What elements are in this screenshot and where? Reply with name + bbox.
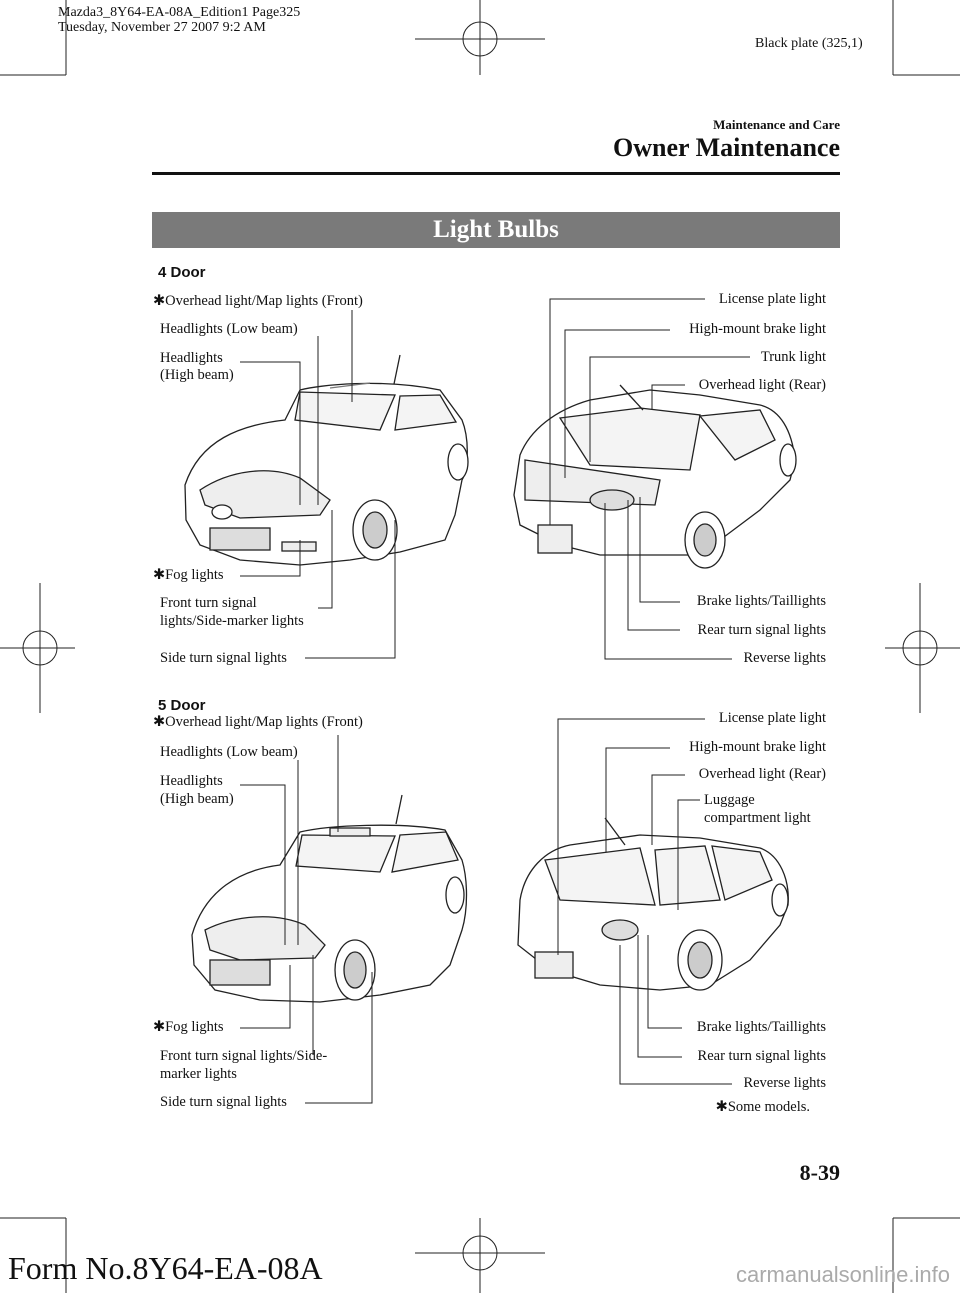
- page-title: Owner Maintenance: [613, 133, 840, 162]
- door5-label-reverse: Reverse lights: [743, 1075, 826, 1091]
- door5-label-front-turn-2: marker lights: [160, 1066, 237, 1082]
- hatchback-rear-illustration: [517, 817, 789, 991]
- door5-label-rear-turn: Rear turn signal lights: [697, 1048, 826, 1064]
- asterisk-icon: ✱: [153, 293, 166, 309]
- door5-label-license: License plate light: [718, 710, 826, 726]
- door5-label-luggage-2: compartment light: [704, 810, 811, 826]
- asterisk-icon: ✱: [153, 1019, 166, 1035]
- door5-label-brake-tail: Brake lights/Taillights: [696, 1019, 826, 1035]
- door4-label-overhead-rear: Overhead light (Rear): [698, 377, 826, 393]
- door5-label-high-mount: High-mount brake light: [689, 739, 826, 755]
- door5-label-side-turn: Side turn signal lights: [160, 1094, 287, 1110]
- banner-title: Light Bulbs: [433, 216, 559, 243]
- door4-label-headlights-high-1: Headlights: [160, 350, 223, 366]
- door5-heading: 5 Door: [158, 697, 206, 714]
- print-plate: Black plate (325,1): [755, 36, 863, 51]
- door5-label-overhead-front: ✱Overhead light/Map lights (Front): [153, 714, 363, 730]
- door4-label-license: License plate light: [718, 291, 826, 307]
- door4-label-fog: ✱Fog lights: [153, 567, 224, 583]
- door4-label-brake-tail: Brake lights/Taillights: [696, 593, 826, 609]
- section-banner: Light Bulbs: [152, 212, 840, 248]
- leader-lines-4door: [240, 298, 750, 660]
- door5-label-luggage-1: Luggage: [704, 792, 755, 808]
- sedan-front-illustration: [184, 354, 469, 566]
- footnote: ✱Some models.: [715, 1099, 810, 1115]
- door5-label-fog: ✱Fog lights: [153, 1019, 224, 1035]
- asterisk-icon: ✱: [153, 714, 166, 730]
- door4-heading: 4 Door: [158, 264, 206, 281]
- door4-label-reverse: Reverse lights: [743, 650, 826, 666]
- form-number: Form No.8Y64-EA-08A: [8, 1250, 323, 1286]
- door4-label-headlights-high-2: (High beam): [160, 367, 234, 383]
- door5-label-overhead-rear: Overhead light (Rear): [698, 766, 826, 782]
- watermark: carmanualsonline.info: [735, 1262, 950, 1287]
- sedan-rear-illustration: [513, 384, 797, 569]
- door4-label-overhead-front: ✱Overhead light/Map lights (Front): [153, 293, 363, 309]
- door4-label-trunk: Trunk light: [760, 349, 826, 365]
- door4-label-rear-turn: Rear turn signal lights: [697, 622, 826, 638]
- asterisk-icon: ✱: [715, 1099, 728, 1115]
- asterisk-icon: ✱: [153, 567, 166, 583]
- print-job-name: Mazda3_8Y64-EA-08A_Edition1 Page325: [58, 5, 301, 20]
- page-number: 8-39: [799, 1160, 840, 1185]
- door5-label-headlights-high-2: (High beam): [160, 791, 234, 807]
- door4-label-headlights-low: Headlights (Low beam): [160, 321, 298, 337]
- header-rule: [152, 172, 840, 175]
- door5-label-front-turn-1: Front turn signal lights/Side-: [160, 1048, 328, 1064]
- door5-label-headlights-low: Headlights (Low beam): [160, 744, 298, 760]
- door4-label-high-mount: High-mount brake light: [689, 321, 826, 337]
- leader-lines-5door: [240, 718, 732, 1104]
- door5-label-headlights-high-1: Headlights: [160, 773, 223, 789]
- hatchback-front-illustration: [191, 794, 468, 1003]
- section-label: Maintenance and Care: [713, 117, 840, 132]
- door4-label-front-turn-2: lights/Side-marker lights: [160, 613, 304, 629]
- door4-label-front-turn-1: Front turn signal: [160, 595, 257, 611]
- print-timestamp: Tuesday, November 27 2007 9:2 AM: [58, 20, 266, 35]
- door4-label-side-turn: Side turn signal lights: [160, 650, 287, 666]
